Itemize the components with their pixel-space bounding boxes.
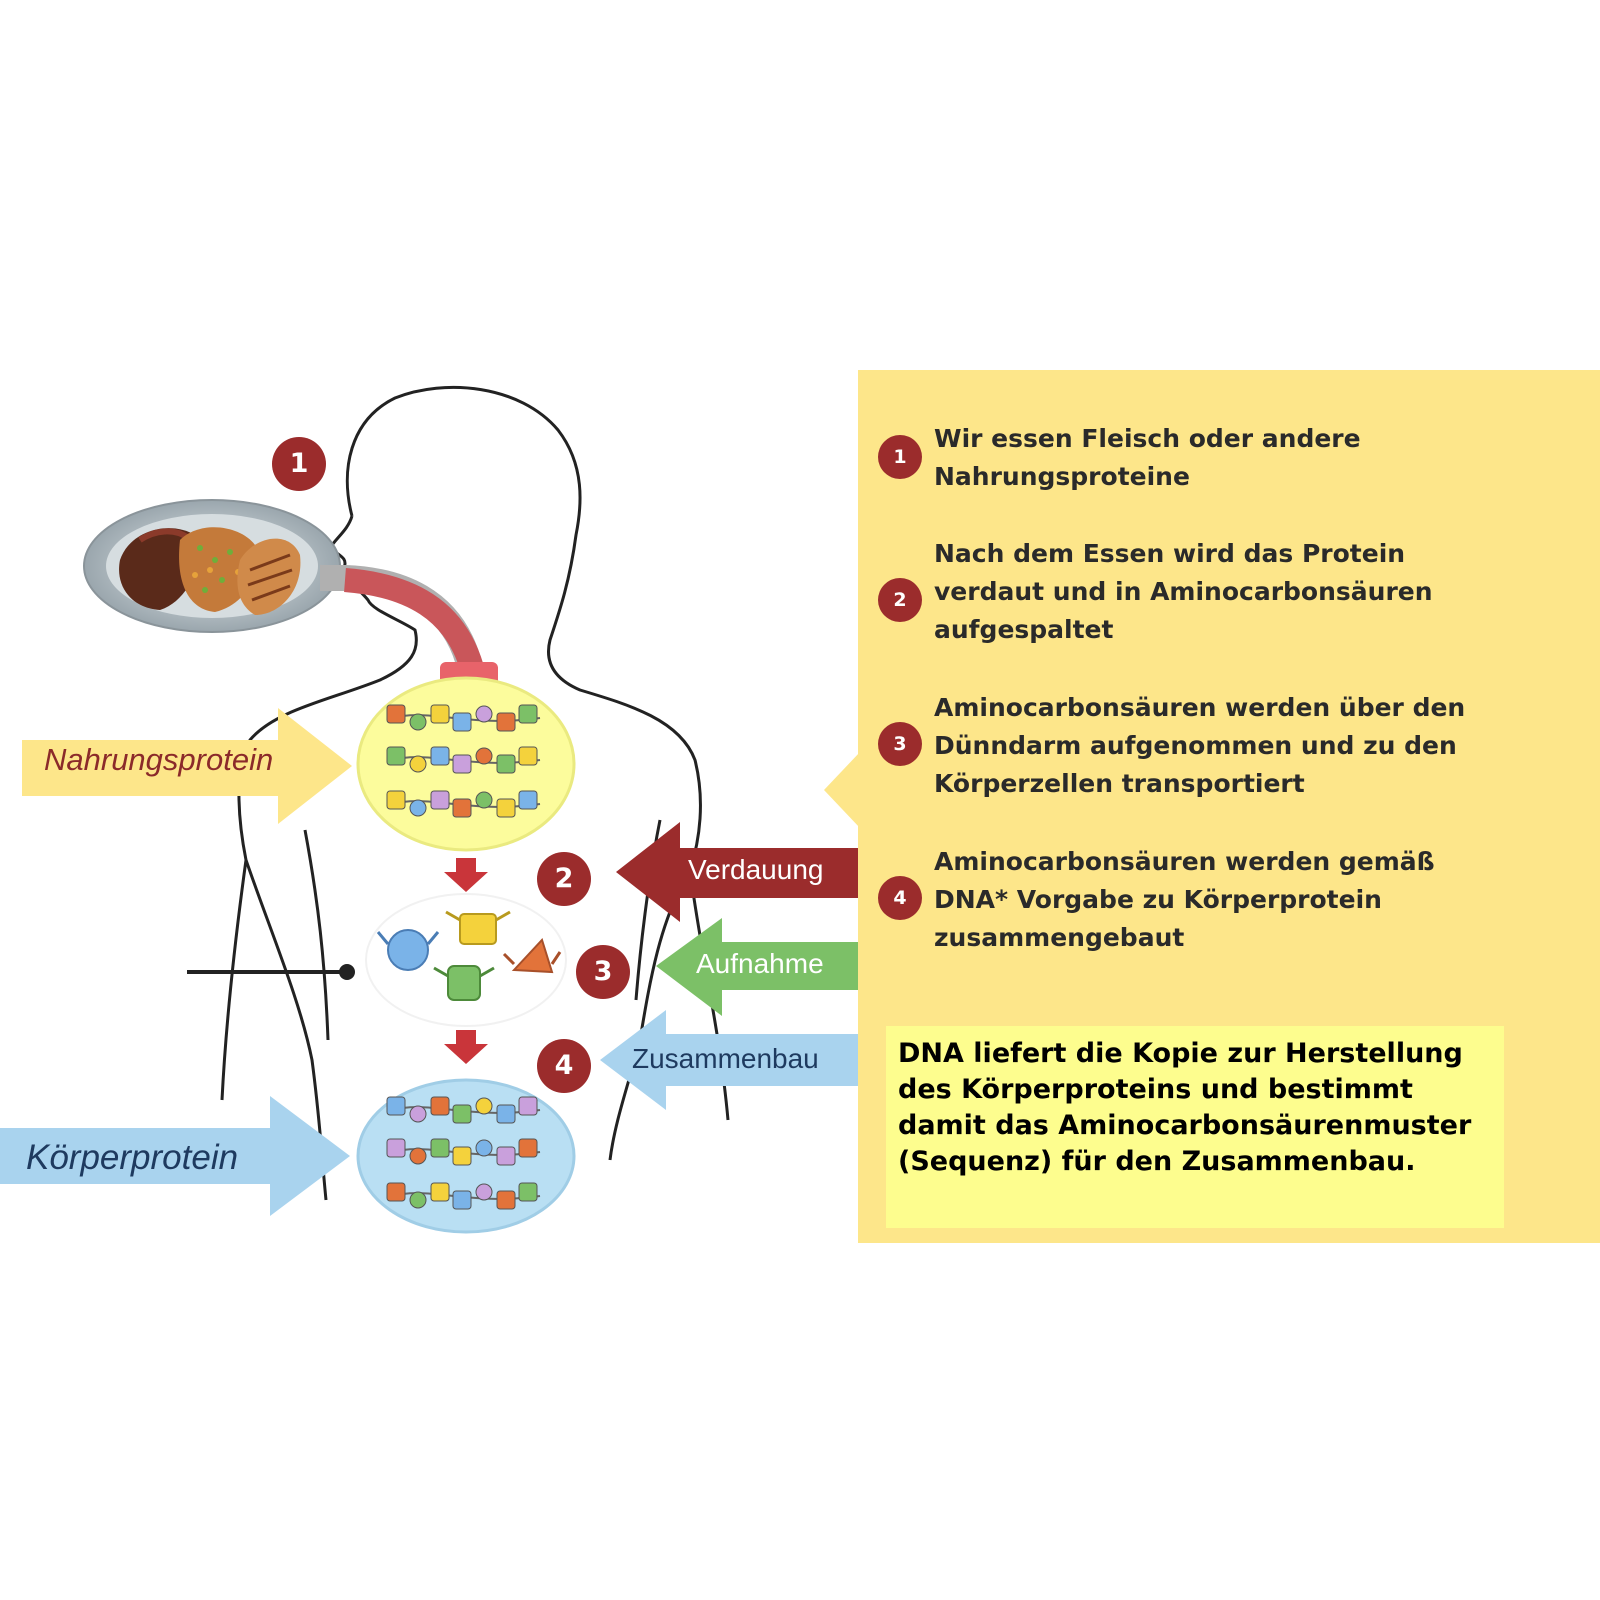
zusammenbau-arrow [600,1010,858,1110]
amino-acid-bead [452,712,472,732]
amino-acid-bead [475,1183,493,1201]
amino-acid-bead [475,747,493,765]
step-1-number: 1 [878,435,922,479]
free-amino-acids [376,910,562,1001]
step-2-number: 2 [878,578,922,622]
amino-acid-bead [518,790,538,810]
amino-acid-bead [386,1182,406,1202]
amino-acid-bead [409,1105,427,1123]
amino-acid-bead [386,1096,406,1116]
amino-acid-bead [496,798,516,818]
amino-acid-bead [518,1096,538,1116]
esophagus-tube [343,568,484,672]
amino-acid-bead [409,755,427,773]
amino-acid-bead [452,1190,472,1210]
amino-acid-bead [430,746,450,766]
amino-acid-bead [518,1182,538,1202]
amino-acid-bead [452,1104,472,1124]
amino-acid-bead [409,799,427,817]
food-plate [83,499,341,633]
amino-acid-bead [496,754,516,774]
amino-acid-bead [452,798,472,818]
amino-acid-bead [496,1146,516,1166]
step-4-number: 4 [878,876,922,920]
step-3-text: Aminocarbonsäuren werden über den Dünnda… [934,693,1466,798]
amino-acids-circle [365,893,567,1027]
amino-acid-chains [386,704,541,1210]
step-1-text: Wir essen Fleisch oder andere Nahrungspr… [934,424,1361,491]
verdauung-arrow [616,822,858,922]
verdauung-label: Verdauung [688,854,824,885]
koerperprotein-label: Körperprotein [26,1138,239,1177]
amino-acid-bead [409,1191,427,1209]
aufnahme-label: Aufnahme [696,948,824,979]
amino-acid-bead [430,790,450,810]
nahrungsprotein-label: Nahrungsprotein [44,742,274,777]
amino-acid-bead [518,746,538,766]
amino-acid-bead [496,712,516,732]
amino-acid-bead [518,1138,538,1158]
badge-3: 3 [576,945,630,999]
amino-acid-bead [430,1138,450,1158]
amino-acid-bead [386,746,406,766]
dna-note: DNA liefert die Kopie zur Herstellung de… [886,1026,1504,1228]
zusammenbau-label: Zusammenbau [632,1043,819,1074]
amino-acid-bead [475,791,493,809]
amino-acid-bead [386,1138,406,1158]
nahrungsprotein-arrow [22,708,352,824]
amino-acid-bead [386,790,406,810]
amino-acid-bead [518,704,538,724]
badge-1: 1 [272,437,326,491]
down-arrow-2 [444,1030,488,1064]
step-3-number: 3 [878,722,922,766]
aufnahme-arrow [656,918,858,1016]
amino-acid-bead [496,1190,516,1210]
amino-acid-bead [475,705,493,723]
step-4-text: Aminocarbonsäuren werden gemäß DNA* Vorg… [934,847,1435,952]
amino-acid-bead [430,1096,450,1116]
amino-acid-bead [386,704,406,724]
amino-acid-bead [452,754,472,774]
badge-2: 2 [537,852,591,906]
info-panel-pointer [824,752,860,828]
amino-acid-bead [496,1104,516,1124]
amino-acid-bead [475,1139,493,1157]
step-2-text: Nach dem Essen wird das Protein verdaut … [934,539,1433,644]
amino-acid-bead [475,1097,493,1115]
pointer-dot [339,964,355,980]
koerperprotein-arrow [0,1096,350,1216]
amino-acid-bead [409,713,427,731]
amino-acid-bead [430,704,450,724]
badge-4: 4 [537,1039,591,1093]
amino-acid-bead [452,1146,472,1166]
amino-acid-bead [409,1147,427,1165]
amino-acid-bead [430,1182,450,1202]
down-arrow-1 [444,858,488,892]
